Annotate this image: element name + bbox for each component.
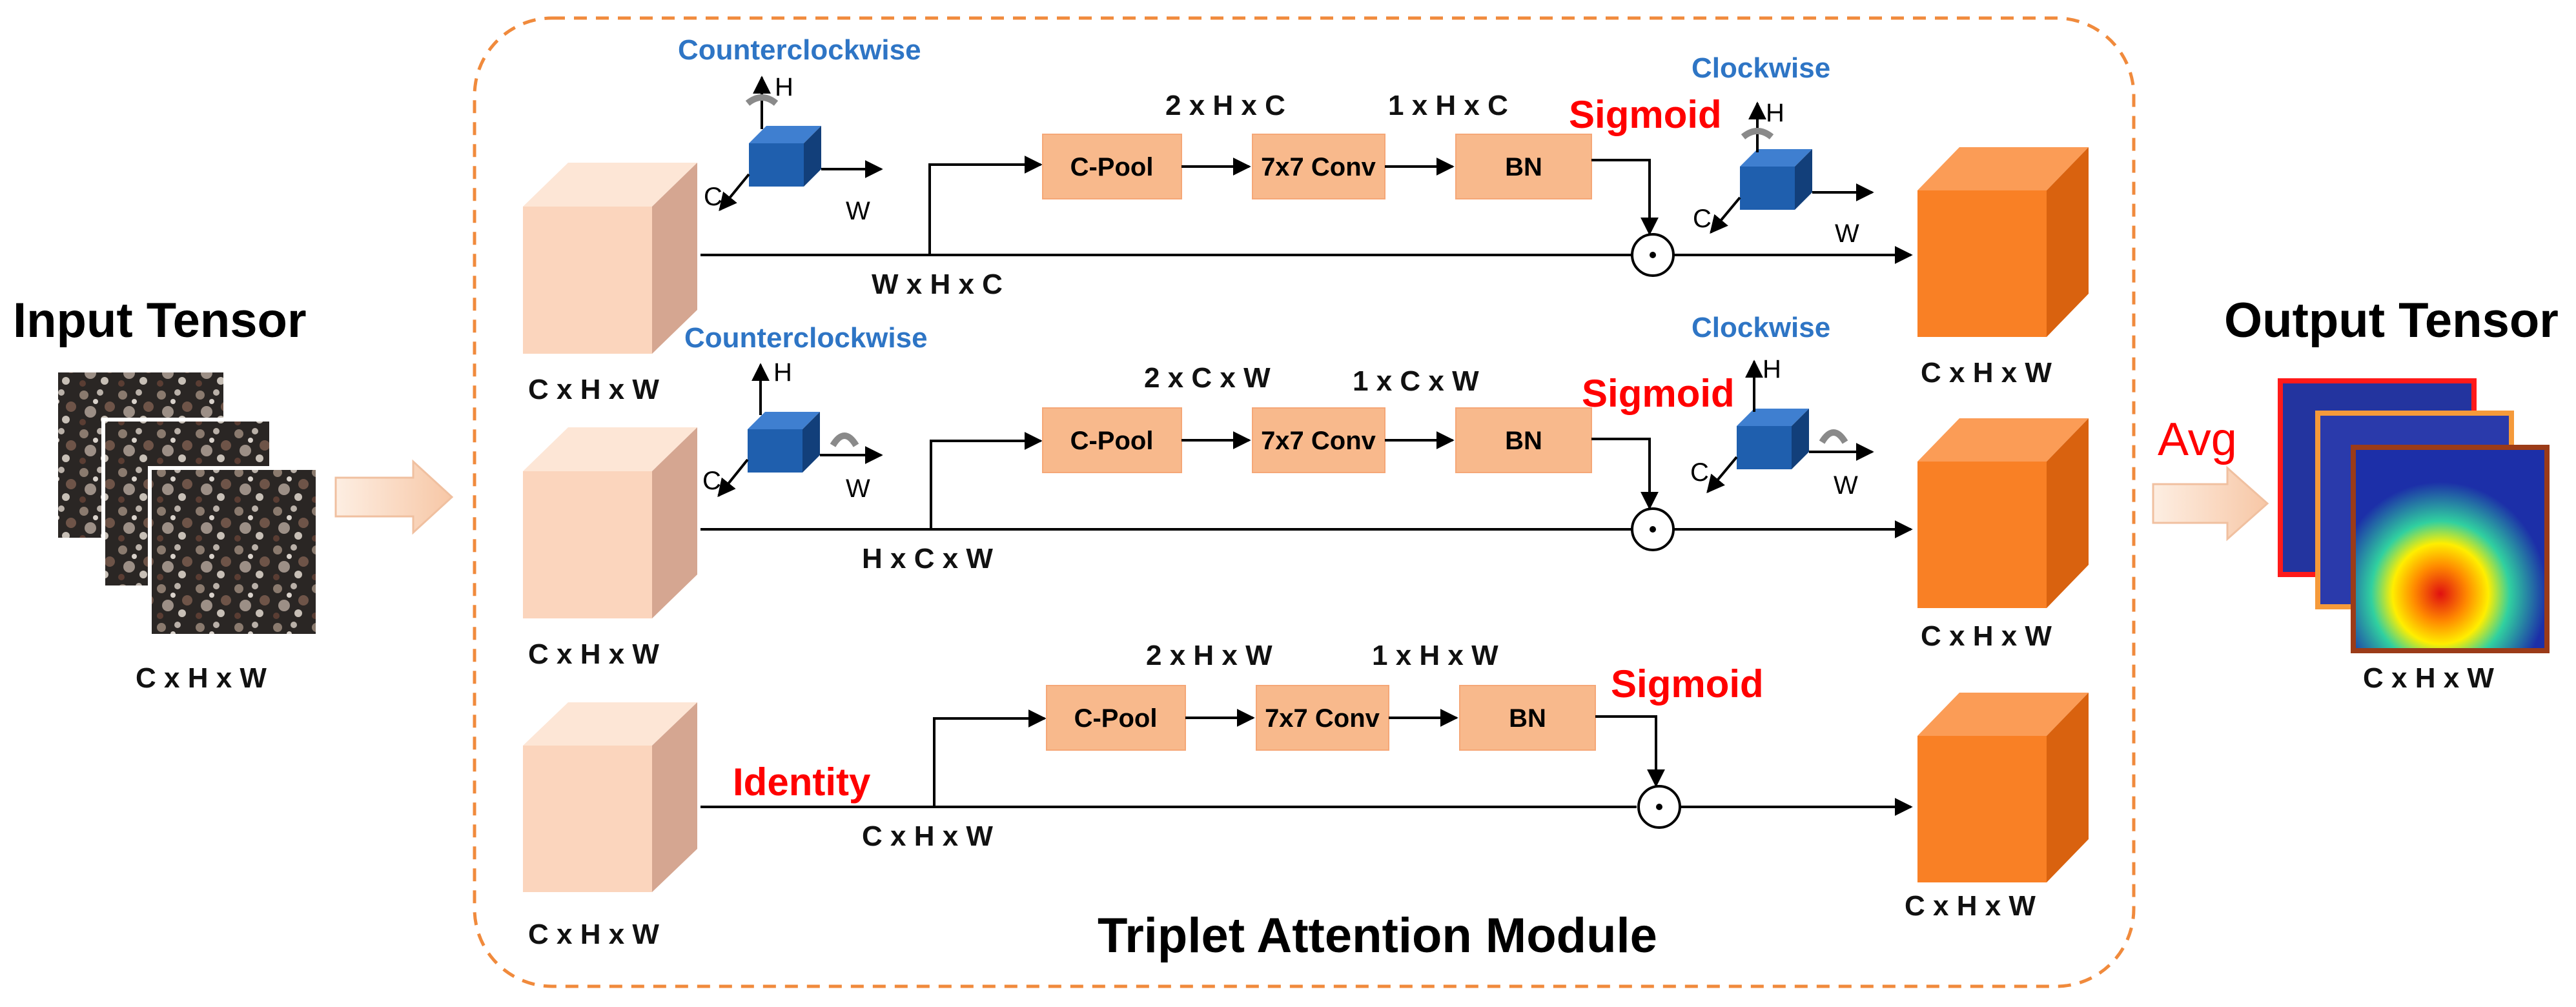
branch-1-activation: Sigmoid	[1569, 93, 1722, 136]
module-title: Triplet Attention Module	[1098, 908, 1657, 963]
output-flow-arrow	[2152, 465, 2269, 542]
branch-3-input-dims: C x H x W	[528, 919, 659, 950]
branch-3-conv-box	[1256, 685, 1389, 751]
branch-2-rotate-out-label: Clockwise	[1692, 312, 1830, 343]
branch-1-axis-c-in	[719, 173, 750, 212]
branch-1-permuted-dims: W x H x C	[872, 269, 1003, 300]
branch-2-rotate-in-label: Counterclockwise	[684, 322, 928, 354]
branch-1-output-dims: C x H x W	[1921, 357, 2052, 389]
branch-2-bn-box	[1455, 407, 1592, 473]
branch-3-identity-label: Identity	[733, 760, 871, 804]
branch-2-axis-c-label: C	[702, 467, 721, 495]
input-tensor-images	[56, 370, 320, 638]
branch-3-bn-label: BN	[1509, 704, 1546, 733]
branch-3-conv-label: 7x7 Conv	[1265, 704, 1380, 733]
branch-2-axis-w-out-label: W	[1834, 471, 1858, 500]
branch-2-axis-c-out	[1706, 456, 1738, 494]
branch-1-bn-to-mult	[1591, 159, 1659, 236]
input-image-3	[148, 466, 320, 638]
output-tensor-dims: C x H x W	[2363, 662, 2494, 694]
branch-2-input-dims: C x H x W	[528, 638, 659, 670]
branch-2-conv-dims: 1 x C x W	[1353, 365, 1479, 397]
branch-3-activation: Sigmoid	[1611, 662, 1764, 706]
branch-2-axis-c-in	[717, 458, 749, 498]
branch-2-axis-h-out-label: H	[1763, 355, 1781, 383]
branch-2-cpool-label: C-Pool	[1070, 427, 1154, 455]
branch-1-pool-dims: 2 x H x C	[1165, 90, 1285, 121]
branch-2-cpool-box	[1042, 407, 1182, 473]
branch-1-rotate-in-icon	[745, 94, 779, 107]
branch-3-conv-dims: 1 x H x W	[1372, 640, 1498, 671]
branch-1-cpool-box	[1042, 134, 1182, 199]
output-tensor-title: Output Tensor	[2224, 293, 2559, 348]
input-flow-arrow	[334, 459, 454, 535]
branch-3-output-cube	[1917, 693, 2089, 882]
branch-2-conv-box	[1252, 407, 1385, 473]
branch-2-axis-w-label: W	[846, 474, 870, 503]
branch-2-permuted-dims: H x C x W	[862, 543, 993, 575]
branch-2-bn-to-mult	[1591, 438, 1659, 510]
branch-1-axis-h-label: H	[775, 73, 793, 101]
module-border	[473, 16, 2136, 988]
branch-3-input-cube	[523, 702, 697, 892]
branch-3: C x H x W Identity C x H x W C-Pool 7x7 …	[523, 640, 2089, 950]
branch-1-axis-w-label: W	[846, 197, 870, 225]
branch-1-rotate-out-icon	[1741, 128, 1774, 140]
branch-1-multiply-dot	[1650, 252, 1656, 258]
branch-2-input-cube	[523, 427, 697, 618]
branch-1-axis-c-out-label: C	[1693, 205, 1712, 233]
branch-3-cpool-label: C-Pool	[1074, 704, 1158, 733]
branch-2-conv-label: 7x7 Conv	[1261, 427, 1376, 455]
branch-1-axis-c-out	[1710, 196, 1741, 234]
branch-2-output-cube	[1917, 418, 2089, 608]
branch-1-output-cube	[1917, 147, 2089, 337]
branch-3-pool-dims: 2 x H x W	[1146, 640, 1273, 671]
branch-1-rotate-out-label: Clockwise	[1692, 52, 1830, 84]
branch-2-tap-wire	[930, 432, 1043, 529]
branch-1-input-dims: C x H x W	[528, 374, 659, 405]
branch-2-axis-h-label: H	[773, 358, 792, 387]
branch-1-input-cube	[523, 163, 697, 354]
branch-1-conv-dims: 1 x H x C	[1388, 90, 1508, 121]
branch-1-bn-box	[1455, 134, 1592, 199]
avg-label: Avg	[2158, 414, 2237, 465]
branch-2-output-dims: C x H x W	[1921, 620, 2052, 652]
branch-1-cpool-label: C-Pool	[1070, 153, 1154, 181]
branch-2-multiply-dot	[1650, 526, 1656, 533]
branch-2-pool-dims: 2 x C x W	[1144, 362, 1271, 394]
branch-2-axis-c-out-label: C	[1690, 458, 1709, 487]
branch-1-rotation-cube-out	[1740, 149, 1812, 210]
branch-2-bn-label: BN	[1505, 427, 1542, 455]
branch-1-axis-c-label: C	[704, 183, 722, 211]
branch-1-bn-label: BN	[1505, 153, 1542, 181]
input-tensor-dims: C x H x W	[136, 662, 267, 694]
branch-2-activation: Sigmoid	[1582, 372, 1735, 415]
branch-1-axis-h-out-label: H	[1766, 99, 1784, 127]
branch-1-rotate-in-label: Counterclockwise	[678, 34, 921, 66]
branch-2: C x H x W Counterclockwise H C W H x C x…	[523, 312, 2089, 670]
branch-3-permuted-dims: C x H x W	[862, 820, 993, 852]
branch-1-tap-wire	[928, 156, 1043, 255]
branch-2-rotation-cube-out	[1737, 409, 1809, 469]
branch-2-rotate-out-icon	[1819, 429, 1848, 444]
branch-3-output-dims: C x H x W	[1905, 890, 2036, 922]
branch-3-cpool-box	[1046, 685, 1186, 751]
branch-1-rotation-cube-in	[749, 126, 821, 187]
input-tensor-title: Input Tensor	[13, 293, 307, 348]
branch-3-multiply-dot	[1656, 804, 1662, 810]
branch-3-tap-wire	[933, 709, 1047, 807]
branch-1-axis-w-out-label: W	[1835, 219, 1859, 248]
output-tensor-heatmaps	[2278, 378, 2550, 653]
branch-2-rotation-cube-in	[748, 412, 820, 473]
branch-1-conv-box	[1252, 134, 1385, 199]
branch-2-rotate-in-icon	[830, 432, 859, 447]
branch-3-bn-box	[1459, 685, 1596, 751]
branch-3-bn-to-mult	[1595, 715, 1665, 788]
heatmap-3	[2351, 445, 2550, 653]
branch-1-conv-label: 7x7 Conv	[1261, 153, 1376, 181]
branch-1: C x H x W Counterclockwise H C W W x H x…	[523, 34, 2089, 405]
